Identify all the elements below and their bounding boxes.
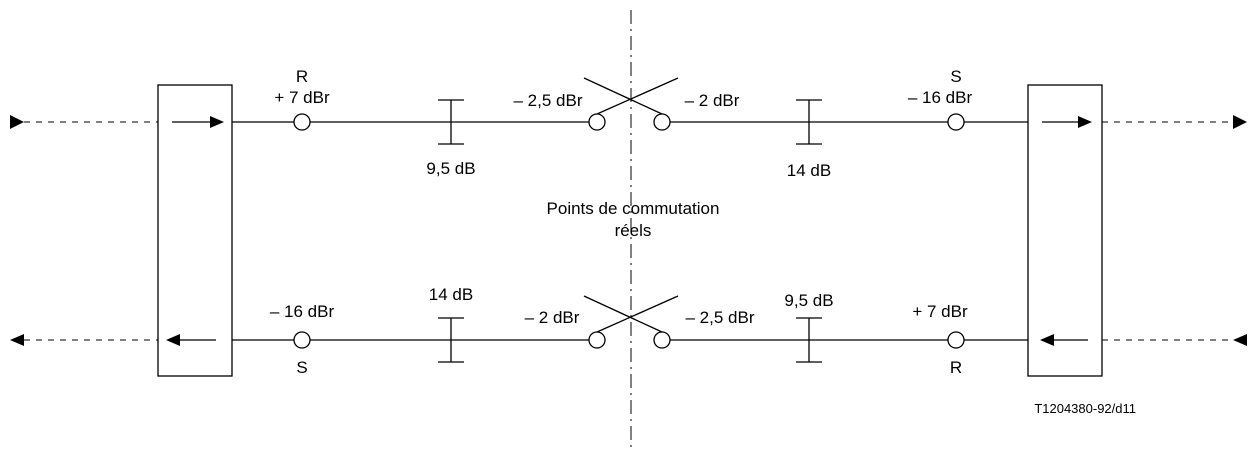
top-left-point-letter: R [296, 67, 308, 86]
bottom-right-input-arrow [1233, 334, 1247, 346]
top-attenuator-left [438, 99, 464, 145]
top-right-output-arrow [1233, 115, 1247, 129]
figure-id: T1204380-92/d11 [1034, 401, 1136, 416]
bottom-right-point-letter: R [950, 358, 962, 377]
bottom-switch-cross-a [596, 295, 679, 333]
bottom-left-point-letter: S [296, 358, 307, 377]
bottom-switch-cross-b [583, 295, 663, 333]
top-right-box-arrow-head [1078, 116, 1092, 128]
top-switch-left-contact [588, 113, 606, 131]
top-right-level: – 16 dBr [908, 88, 973, 107]
bottom-attenuator-right-label: 9,5 dB [784, 291, 833, 310]
bottom-right-box-arrow-head [1040, 334, 1054, 346]
top-left-input-arrow [10, 115, 24, 129]
top-left-box-arrow-head [210, 116, 224, 128]
top-left-level: + 7 dBr [274, 88, 330, 107]
top-attenuator-right [796, 99, 822, 145]
top-switch-cross-a [596, 77, 679, 115]
bottom-left-box-arrow-head [166, 334, 180, 346]
bottom-attenuator-left-label: 14 dB [429, 285, 473, 304]
top-attenuator-left-label: 9,5 dB [426, 159, 475, 178]
center-label-line1: Points de commutation [547, 199, 720, 218]
top-right-point-letter: S [950, 67, 961, 86]
center-label-line2: réels [615, 221, 652, 240]
top-switch-cross-b [583, 77, 663, 115]
bottom-switch-right-level: – 2,5 dBr [686, 308, 755, 327]
bottom-switch-left-level: – 2 dBr [525, 308, 580, 327]
right-terminal-box [1027, 84, 1103, 377]
bottom-left-level: – 16 dBr [270, 302, 335, 321]
left-terminal-box [157, 84, 233, 377]
bottom-point-s [293, 331, 311, 349]
top-point-r [293, 113, 311, 131]
top-switch-right-contact [653, 113, 671, 131]
bottom-point-r [947, 331, 965, 349]
bottom-attenuator-left [438, 317, 464, 363]
bottom-right-level: + 7 dBr [912, 302, 968, 321]
bottom-switch-right-contact [653, 331, 671, 349]
bottom-left-output-arrow [10, 334, 24, 346]
top-attenuator-right-label: 14 dB [787, 161, 831, 180]
top-point-s [947, 113, 965, 131]
top-switch-right-level: – 2 dBr [685, 91, 740, 110]
bottom-switch-left-contact [588, 331, 606, 349]
top-switch-left-level: – 2,5 dBr [514, 91, 583, 110]
bottom-attenuator-right [796, 317, 822, 363]
